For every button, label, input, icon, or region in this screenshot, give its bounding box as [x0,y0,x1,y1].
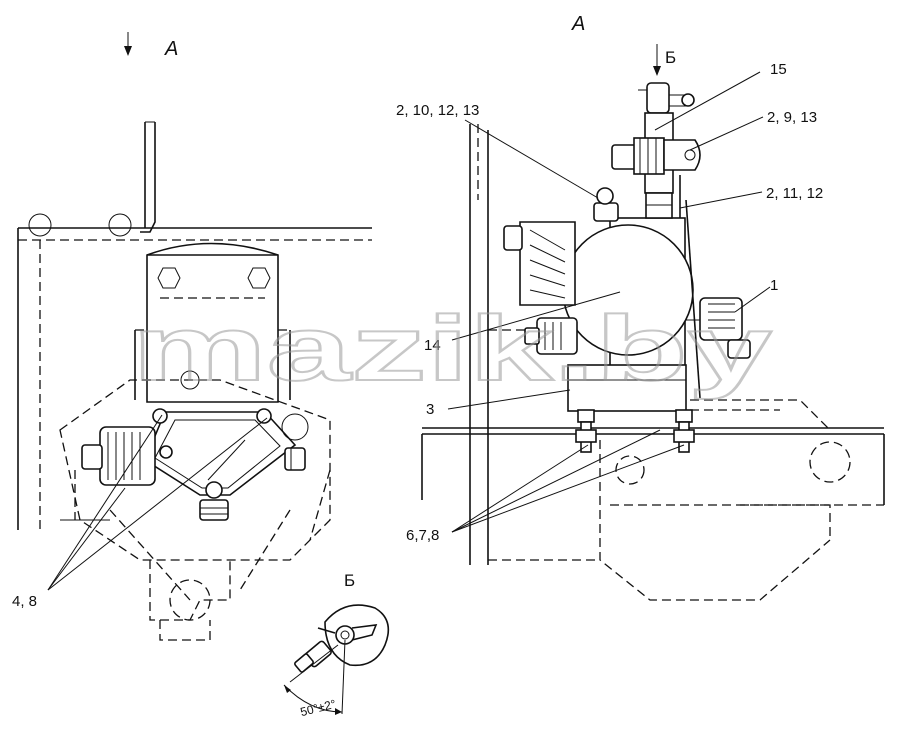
watermark: mazik.by [132,298,772,400]
callout-1: 1 [770,277,778,294]
detail-b-view: Б 50°±2° [283,571,390,719]
view-b-arrow-label: Б [665,48,676,67]
callout-15: 15 [770,61,787,78]
left-view: A [12,32,372,641]
callout-2-9-13: 2, 9, 13 [767,109,817,126]
view-a-label-left: A [164,38,178,60]
callout-6-7-8: 6,7,8 [406,527,439,544]
callout-14: 14 [424,337,441,354]
view-a-label-right: A [571,13,585,35]
right-view: A Б [396,13,885,601]
angle-dimension: 50°±2° [299,697,338,719]
callout-2-10-12-13: 2, 10, 12, 13 [396,102,479,119]
view-b-detail-label: Б [344,571,355,590]
callout-4-8: 4, 8 [12,593,37,610]
callout-2-11-12: 2, 11, 12 [766,185,823,202]
callout-3: 3 [426,401,434,418]
